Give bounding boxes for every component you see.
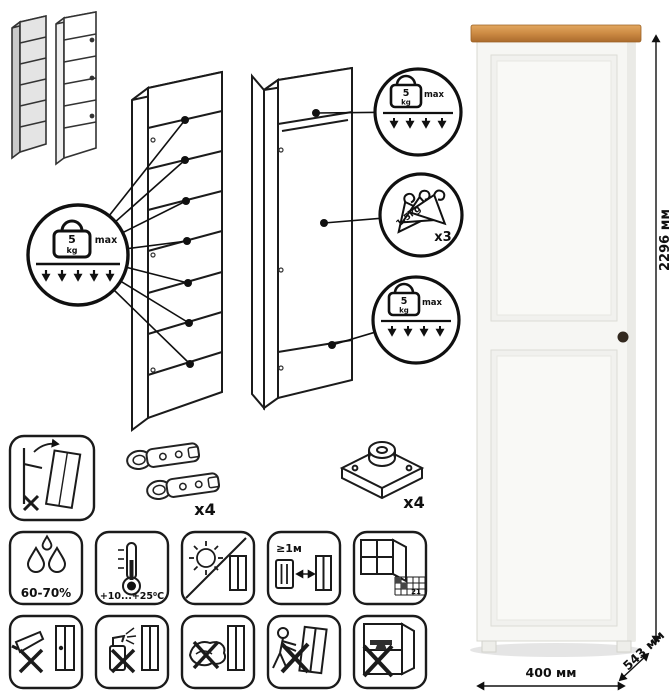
arrow-down-icons [41, 270, 115, 282]
arrow-down-icons [387, 326, 445, 337]
hinge-icon [124, 441, 201, 472]
x-mark-icon [18, 648, 44, 674]
floor-shadow [470, 643, 642, 657]
cabinet-icon [315, 555, 332, 591]
no-heavy-load-icon [352, 614, 428, 690]
open-wardrobe-diagram [251, 66, 422, 411]
sun-icon [189, 541, 223, 575]
x-mark-icon [192, 640, 220, 670]
load-unit: kg [399, 307, 409, 315]
grid-icon [394, 576, 426, 596]
grid-number-label: 21 [411, 588, 421, 596]
no-abrasive-icon [180, 614, 256, 690]
heat-distance-icon: ≥1м [266, 530, 342, 606]
thermometer-icon [118, 542, 141, 596]
hanger-count-label: x3 [434, 230, 451, 245]
depth-dimension-line [618, 652, 650, 682]
knife-icon [11, 630, 45, 654]
weight-icon: 5 kg [389, 74, 423, 109]
anti-tip-warning-icon [8, 434, 96, 522]
cabinet-front [147, 70, 223, 420]
weight-icon: 5 kg [52, 219, 92, 259]
cabinet-icon [229, 555, 247, 591]
load-unit: kg [66, 246, 77, 255]
door-upper-panel-inner [496, 60, 612, 316]
cabinet-icon [227, 625, 245, 671]
no-sharp-objects-icon [8, 614, 84, 690]
temperature-icon: +10...+25⁰C [94, 530, 170, 606]
load-limit: max [422, 298, 443, 308]
min-distance-label: ≥1м [276, 542, 302, 555]
shelf-load-badge: 5 kg max [26, 203, 130, 307]
wardrobe-foot [616, 640, 632, 653]
load-limit: max [95, 235, 117, 246]
hinge-hardware: x4 [124, 441, 221, 519]
mini-cabinet-side-view [11, 14, 47, 160]
door-knob [617, 331, 629, 343]
mini-cabinet-front-view [55, 11, 97, 166]
x-mark-icon [110, 648, 136, 674]
height-dimension-label: 2296 мм [658, 209, 672, 271]
mounting-plate-hardware: x4 [339, 441, 425, 512]
hinge-marks [278, 147, 284, 371]
ventilation-window-icon: 21 [352, 530, 428, 606]
no-drag-icon [266, 614, 342, 690]
load-value: 5 [68, 233, 76, 246]
humidity-label: 60-70% [21, 586, 71, 600]
shelf-point-dots [181, 116, 194, 368]
width-dimension-label: 400 мм [526, 665, 577, 680]
load-value: 5 [403, 88, 410, 99]
hinge-count-label: x4 [194, 500, 215, 519]
humidity-icon: 60-70% [8, 530, 84, 606]
open-door-panel [251, 73, 265, 411]
x-mark-icon [280, 642, 310, 674]
x-mark-icon [362, 644, 394, 678]
wardrobe-side-shade [627, 41, 635, 641]
window-icon [360, 538, 407, 583]
hinge-marks [150, 137, 156, 373]
load-point-dots [312, 109, 336, 349]
wardrobe-side-panel [263, 78, 279, 410]
x-mark-icon [22, 494, 40, 512]
anvil-icon [370, 640, 392, 650]
mini-cabinet-views [11, 11, 97, 166]
top-shelf-load-badge: 5 kg max [373, 67, 463, 157]
radiator-icon [275, 559, 294, 589]
cabinet-side-panel [131, 86, 149, 432]
arrow-down-icons [389, 118, 447, 129]
cabinet-icon [141, 625, 159, 671]
temperature-label: +10...+25⁰C [100, 591, 164, 602]
hinge-icon [144, 471, 221, 502]
wardrobe-opening [277, 66, 353, 400]
plate-count-label: x4 [403, 493, 424, 512]
weight-icon: 5 kg [387, 282, 421, 317]
no-solvent-spray-icon [94, 614, 170, 690]
load-value: 5 [401, 296, 408, 307]
hanger-load-badge: 1.5kg x3 [378, 172, 464, 258]
sunlight-warning-icon [180, 530, 256, 606]
mounting-plate-icon [339, 441, 425, 500]
bottom-shelf-load-badge: 5 kg max [371, 275, 461, 365]
cabinet-icon [55, 625, 75, 671]
load-limit: max [424, 90, 445, 100]
load-unit: kg [401, 99, 411, 107]
wardrobe-foot [481, 640, 497, 653]
door-lower-panel-inner [496, 355, 612, 621]
wardrobe-render [470, 24, 642, 657]
wood-top-panel [470, 24, 642, 43]
